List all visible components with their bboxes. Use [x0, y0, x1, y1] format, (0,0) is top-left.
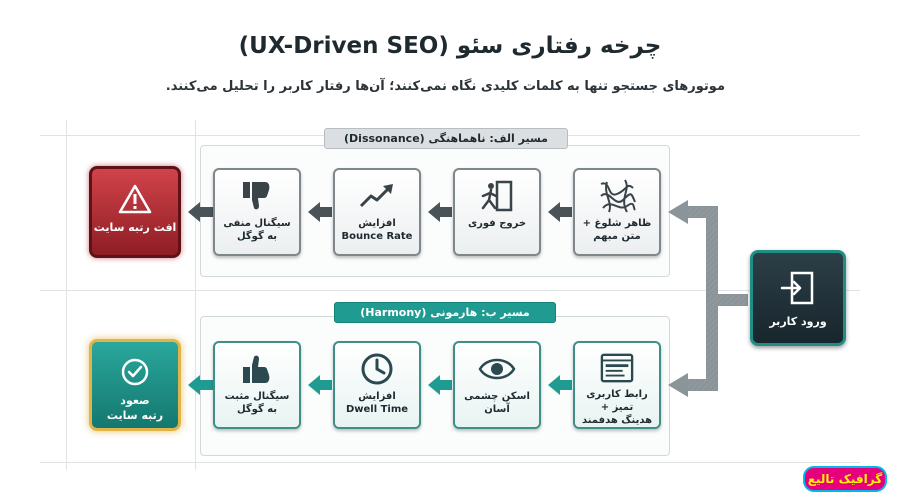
arrow-b [428, 375, 452, 395]
arrow-a [428, 202, 452, 222]
path-a-step-bounce: افزایش Bounce Rate [333, 168, 421, 256]
brand-logo: گرافیک تالیع [797, 462, 889, 492]
guide-line [40, 290, 860, 291]
page-subtitle: موتورهای جستجو تنها به کلمات کلیدی نگاه … [165, 79, 725, 94]
result-text: افت رتبه سایت [93, 221, 177, 234]
entry-label: ورود کاربر [769, 315, 827, 328]
arrow-a [188, 202, 214, 222]
result-text: رتبه سایت [106, 408, 164, 422]
path-a-step-negative: سیگنال منفی به گوگل [213, 168, 301, 256]
path-b-step-clean-ui: رابط کاربری تمیز + هدینگ هدفمند [573, 341, 661, 429]
path-a-label: مسیر الف: ناهماهنگی (Dissonance) [324, 128, 568, 149]
path-b-label: مسیر ب: هارمونی (Harmony) [334, 302, 556, 323]
step-text: خروج فوری [467, 218, 527, 229]
path-a-result: افت رتبه سایت [89, 166, 181, 258]
step-text: Dwell Time [345, 404, 409, 415]
step-text: ظاهر شلوغ + [582, 218, 652, 229]
result-text: صعود [120, 394, 150, 407]
arrowhead [668, 200, 688, 224]
path-a-step-exit: خروج فوری [453, 168, 541, 256]
thumbs-up-icon [243, 355, 270, 383]
step-text: رابط کاربری تمیز + [586, 389, 648, 413]
arrow-b [188, 375, 214, 395]
step-text: متن مبهم [593, 231, 641, 242]
step-text: اسکن چشمی [464, 391, 530, 402]
step-text: Bounce Rate [341, 231, 413, 242]
step-text: افزایش [358, 218, 396, 229]
tangled-lines-icon [600, 179, 636, 213]
path-b-step-positive: سیگنال مثبت به گوگل [213, 341, 301, 429]
arrow-b [548, 375, 572, 395]
exit-door-icon [481, 180, 513, 212]
path-b-step-dwell: افزایش Dwell Time [333, 341, 421, 429]
step-text: آسان [484, 404, 510, 415]
thumbs-down-icon [243, 182, 270, 210]
eye-icon [478, 358, 516, 380]
step-text: سیگنال منفی [223, 218, 291, 229]
check-circle-icon [121, 358, 149, 386]
step-text: سیگنال مثبت [224, 391, 290, 402]
arrowhead [668, 373, 688, 397]
arrow-a [548, 202, 572, 222]
guide-line [66, 120, 67, 470]
step-text: به گوگل [236, 404, 278, 415]
arrow-b [308, 375, 332, 395]
clock-icon [361, 353, 393, 385]
path-b-step-eye-scan: اسکن چشمی آسان [453, 341, 541, 429]
step-text: هدینگ هدفمند [581, 415, 653, 426]
step-text: افزایش [358, 391, 396, 402]
warning-icon [118, 184, 152, 214]
browser-window-icon [600, 353, 634, 383]
trend-up-icon [359, 184, 393, 208]
arrow-a [308, 202, 332, 222]
user-entry-node: ورود کاربر [750, 250, 846, 346]
page-title: چرخه رفتاری سئو (UX-Driven SEO) [238, 33, 662, 59]
logo-text: گرافیک تالیع [803, 466, 887, 492]
door-enter-icon [780, 271, 814, 305]
guide-line [40, 462, 860, 463]
step-text: به گوگل [236, 231, 278, 242]
path-a-step-cluttered: ظاهر شلوغ + متن مبهم [573, 168, 661, 256]
branch-connector [688, 206, 748, 306]
guide-line [195, 120, 196, 470]
